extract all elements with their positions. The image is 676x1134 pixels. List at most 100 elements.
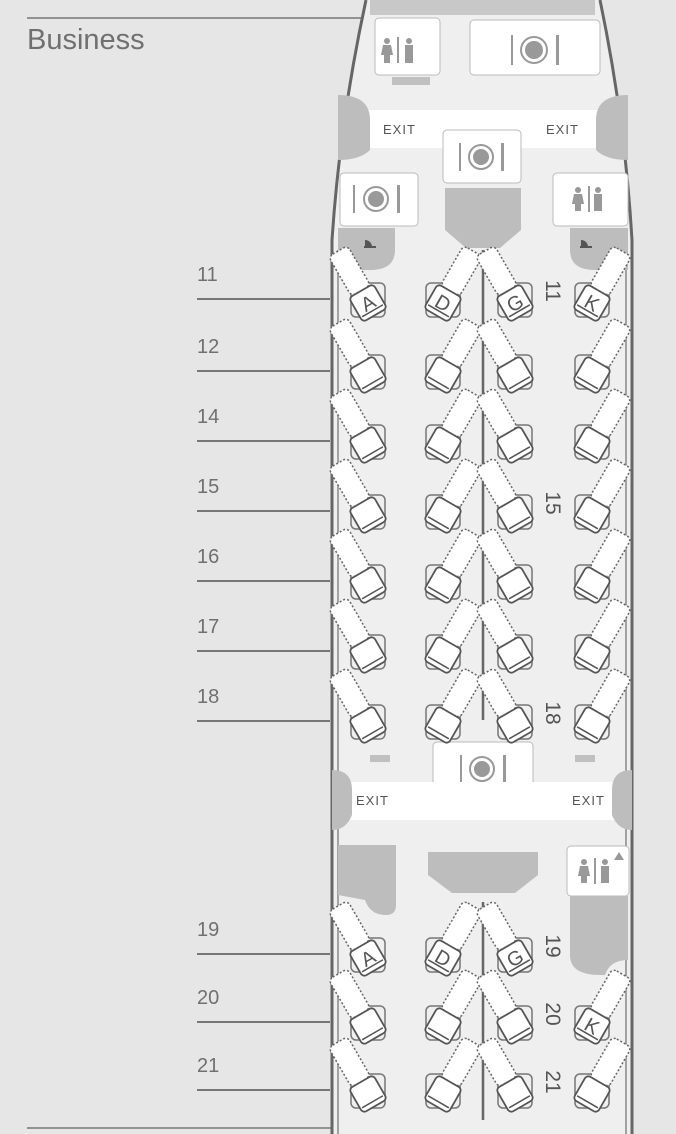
seat-edge	[576, 376, 599, 390]
seat-edge	[427, 516, 450, 530]
seat-11D[interactable]: D	[411, 239, 492, 332]
galley-icon	[353, 185, 400, 213]
seat-edge	[508, 376, 531, 390]
seat-18K[interactable]	[560, 661, 641, 754]
seat-cushion	[424, 566, 462, 604]
seat-17A[interactable]	[319, 591, 400, 684]
seat-cushion	[496, 939, 534, 977]
seat-18D[interactable]	[411, 661, 492, 754]
exit-label-left-mid: EXIT	[356, 793, 389, 808]
seat-11A[interactable]: A	[319, 239, 400, 332]
seat-17G[interactable]	[466, 591, 547, 684]
seat-cushion	[496, 496, 534, 534]
seat-edge	[508, 586, 531, 600]
seat-21G[interactable]	[466, 1030, 547, 1123]
seat-cushion	[424, 939, 462, 977]
seat-14D[interactable]	[411, 381, 492, 474]
seat-cushion	[349, 706, 387, 744]
seat-cushion	[573, 1075, 611, 1113]
seat-11K[interactable]: K	[560, 239, 641, 332]
seat-cushion	[573, 426, 611, 464]
side-row-number: 15	[541, 491, 564, 514]
seat-15A[interactable]	[319, 451, 400, 544]
seat-edge	[427, 586, 450, 600]
seat-12D[interactable]	[411, 311, 492, 404]
seat-edge	[427, 959, 450, 973]
seat-21A[interactable]	[319, 1030, 400, 1123]
seat-edge	[361, 726, 384, 740]
lavatory-right	[552, 172, 629, 227]
seat-cushion	[349, 426, 387, 464]
seat-21K[interactable]	[560, 1030, 641, 1123]
seat-20G[interactable]	[466, 962, 547, 1055]
seat-edge	[361, 1027, 384, 1041]
row-divider	[197, 440, 330, 442]
seat-edge	[427, 446, 450, 460]
lavatory-front-base	[392, 77, 430, 85]
seat-cushion	[496, 706, 534, 744]
seat-edge	[508, 304, 531, 318]
seat-edge	[576, 304, 599, 318]
seat-14G[interactable]	[466, 381, 547, 474]
seat-12K[interactable]	[560, 311, 641, 404]
seat-cushion	[424, 356, 462, 394]
seat-edge	[427, 1095, 450, 1109]
exit-door-left-front	[338, 95, 370, 160]
seat-15K[interactable]	[560, 451, 641, 544]
seat-19A[interactable]: A	[319, 894, 400, 987]
row-divider	[197, 650, 330, 652]
seat-20A[interactable]	[319, 962, 400, 1055]
seat-15D[interactable]	[411, 451, 492, 544]
seat-cushion	[496, 636, 534, 674]
bassinet-icon	[580, 240, 592, 248]
exit-door-right-front	[596, 95, 628, 160]
seat-11G[interactable]: G	[466, 239, 547, 332]
seat-19D[interactable]: D	[411, 894, 492, 987]
seat-14A[interactable]	[319, 381, 400, 474]
seat-15G[interactable]	[466, 451, 547, 544]
seat-17D[interactable]	[411, 591, 492, 684]
seat-edge	[508, 1095, 531, 1109]
storage-front-center	[445, 188, 521, 248]
seat-18G[interactable]	[466, 661, 547, 754]
seat-edge	[576, 1095, 599, 1109]
side-row-number: 11	[541, 280, 564, 302]
seat-cushion	[424, 1075, 462, 1113]
seat-cushion	[424, 496, 462, 534]
exit-door-left-mid	[332, 770, 352, 830]
seat-12A[interactable]	[319, 311, 400, 404]
seat-cushion	[349, 1007, 387, 1045]
seat-17K[interactable]	[560, 591, 641, 684]
row-label: 12	[197, 336, 220, 358]
seat-edge	[361, 656, 384, 670]
seat-cushion	[573, 1007, 611, 1045]
front-bulkhead	[370, 0, 595, 15]
jumpseat-left	[370, 755, 390, 762]
seat-edge	[427, 304, 450, 318]
seat-16G[interactable]	[466, 521, 547, 614]
seat-12G[interactable]	[466, 311, 547, 404]
seat-18A[interactable]	[319, 661, 400, 754]
seat-edge	[576, 586, 599, 600]
seat-cushion	[573, 356, 611, 394]
storage-mid-center	[428, 852, 538, 893]
seat-cushion	[424, 1007, 462, 1045]
jumpseat-right	[575, 755, 595, 762]
seat-20D[interactable]	[411, 962, 492, 1055]
exit-zone-mid	[350, 782, 615, 820]
seat-16K[interactable]	[560, 521, 641, 614]
galley-icon	[460, 755, 506, 783]
seat-16D[interactable]	[411, 521, 492, 614]
side-row-number: 20	[541, 1002, 564, 1025]
seat-20K[interactable]: K	[560, 962, 641, 1055]
lavatory-icon	[572, 186, 602, 212]
seat-edge	[508, 656, 531, 670]
seat-14K[interactable]	[560, 381, 641, 474]
galley-icon	[459, 143, 504, 171]
seat-19G[interactable]: G	[466, 894, 547, 987]
row-label: 15	[197, 476, 220, 498]
exit-label-right-mid: EXIT	[572, 793, 605, 808]
seat-cushion	[424, 426, 462, 464]
seat-21D[interactable]	[411, 1030, 492, 1123]
